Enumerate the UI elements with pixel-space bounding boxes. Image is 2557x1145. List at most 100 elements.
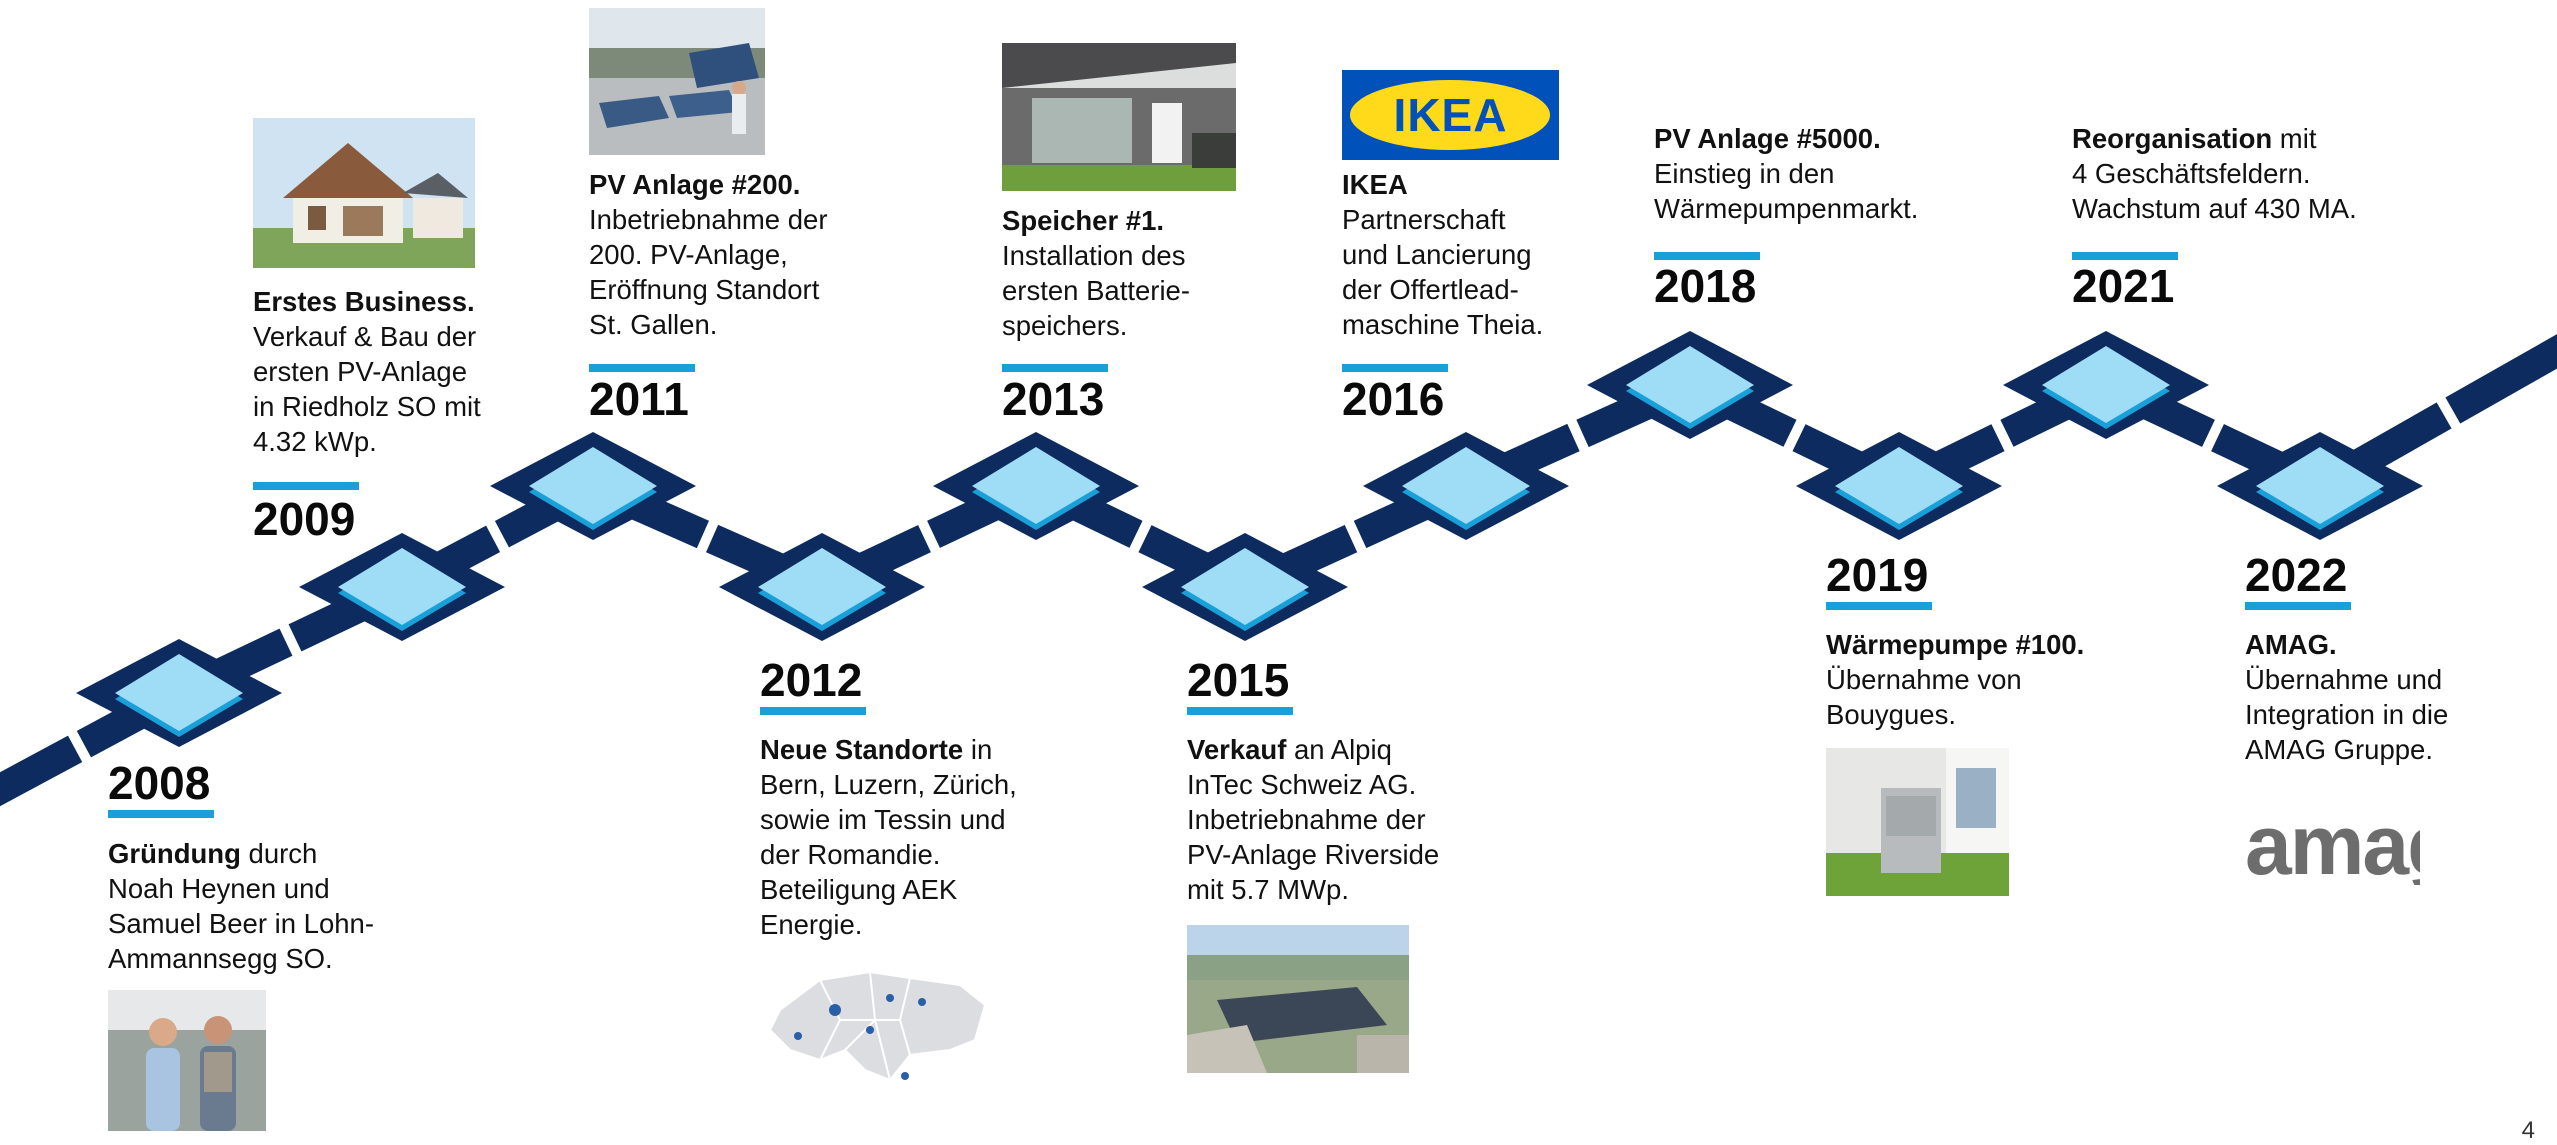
description-line: speichers. <box>1002 308 1190 343</box>
milestone-marker <box>1796 432 2002 540</box>
description-line: und Lancierung <box>1342 237 1543 272</box>
logo-amag: amag <box>2245 805 2420 885</box>
description-text: Inbetriebnahme der <box>589 204 828 235</box>
year-accent-bar <box>1187 707 1293 715</box>
photo-founders <box>108 990 266 1131</box>
description-line: der Romandie. <box>760 837 1017 872</box>
description-bold-text: IKEA <box>1342 169 1408 200</box>
description-line: Inbetriebnahme der <box>589 202 828 237</box>
description-line: Samuel Beer in Lohn- <box>108 906 374 941</box>
description-text: Übernahme von <box>1826 664 2022 695</box>
photo-house <box>253 118 475 268</box>
milestone-year: 2022 <box>2245 549 2348 601</box>
milestone-year: 2008 <box>108 757 211 809</box>
description-line: Erstes Business. <box>253 284 481 319</box>
timeline-gap <box>1128 519 1153 554</box>
description-line: 4.32 kWp. <box>253 424 481 459</box>
ikea-logo-text: IKEA <box>1393 89 1508 141</box>
year-accent-bar <box>1654 252 1760 260</box>
description-text: Inbetriebnahme der <box>1187 804 1426 835</box>
description-line: Ammannsegg SO. <box>108 941 374 976</box>
description-text: Wachstum auf 430 MA. <box>2072 193 2357 224</box>
photo-battery-house <box>1002 43 1236 191</box>
description-text: 4 Geschäftsfeldern. <box>2072 158 2311 189</box>
map-switzerland <box>760 950 990 1100</box>
milestone-marker <box>1363 432 1569 540</box>
description-text: Bern, Luzern, Zürich, <box>760 769 1017 800</box>
logo-ikea: IKEA <box>1342 70 1559 160</box>
description-text: Beteiligung AEK <box>760 874 958 905</box>
description-line: IKEA <box>1342 167 1543 202</box>
milestone-marker <box>299 533 505 641</box>
milestone-year: 2016 <box>1342 373 1445 425</box>
photo-riverside <box>1187 925 1409 1073</box>
description-line: maschine Theia. <box>1342 307 1543 342</box>
description-text: Wärmepumpenmarkt. <box>1654 193 1919 224</box>
description-line: Noah Heynen und <box>108 871 374 906</box>
description-line: Energie. <box>760 907 1017 942</box>
timeline-gap <box>696 518 719 555</box>
description-line: Verkauf an Alpiq <box>1187 732 1439 767</box>
description-line: Übernahme und <box>2245 662 2448 697</box>
description-line: Verkauf & Bau der <box>253 319 481 354</box>
description-bold-text: PV Anlage #5000. <box>1654 123 1881 154</box>
description-bold-text: Speicher #1. <box>1002 205 1165 236</box>
description-text: der Offertlead- <box>1342 274 1519 305</box>
description-text: Installation des <box>1002 240 1186 271</box>
description-bold-text: AMAG. <box>2245 629 2337 660</box>
description-text: InTec Schweiz AG. <box>1187 769 1417 800</box>
description-text: St. Gallen. <box>589 309 718 340</box>
description-bold-text: Verkauf <box>1187 734 1287 765</box>
description-line: Partnerschaft <box>1342 202 1543 237</box>
description-line: ersten PV-Anlage <box>253 354 481 389</box>
description-text: maschine Theia. <box>1342 309 1544 340</box>
description-line: Speicher #1. <box>1002 203 1190 238</box>
milestone-marker <box>1587 331 1793 439</box>
description-line: Wärmepumpe #100. <box>1826 627 2084 662</box>
photo-solar-roof <box>589 8 765 155</box>
description-text: mit <box>2272 123 2317 154</box>
year-accent-bar <box>1002 364 1108 372</box>
milestone-marker <box>933 432 1139 540</box>
description-line: 200. PV-Anlage, <box>589 237 828 272</box>
description-line: PV Anlage #5000. <box>1654 121 1918 156</box>
description-text: Integration in die <box>2245 699 2449 730</box>
description-text: Ammannsegg SO. <box>108 943 333 974</box>
amag-logo-text: amag <box>2245 805 2420 885</box>
milestone-marker <box>2217 432 2423 540</box>
description-line: Wärmepumpenmarkt. <box>1654 191 1918 226</box>
milestone-year: 2012 <box>760 654 863 706</box>
year-accent-bar <box>253 482 359 490</box>
description-line: Gründung durch <box>108 836 374 871</box>
milestone-marker <box>76 639 282 747</box>
milestone-year: 2013 <box>1002 373 1105 425</box>
description-line: Installation des <box>1002 238 1190 273</box>
description-line: Einstieg in den <box>1654 156 1918 191</box>
milestone-description: Reorganisation mit 4 Geschäftsfeldern. Wac… <box>2072 121 2357 226</box>
timeline-gap <box>485 519 510 554</box>
description-line: Bern, Luzern, Zürich, <box>760 767 1017 802</box>
description-text: PV-Anlage Riverside <box>1187 839 1440 870</box>
description-line: Eröffnung Standort <box>589 272 828 307</box>
year-accent-bar <box>760 707 866 715</box>
description-line: in Riedholz SO mit <box>253 389 481 424</box>
description-text: Übernahme und <box>2245 664 2443 695</box>
description-line: ersten Batterie- <box>1002 273 1190 308</box>
description-line: sowie im Tessin und <box>760 802 1017 837</box>
milestone-year: 2019 <box>1826 549 1929 601</box>
description-line: mit 5.7 MWp. <box>1187 872 1439 907</box>
description-bold-text: Reorganisation <box>2072 123 2273 154</box>
description-text: und Lancierung <box>1342 239 1532 270</box>
description-text: Samuel Beer in Lohn- <box>108 908 374 939</box>
timeline-gap <box>1782 418 1807 453</box>
timeline-gap <box>2435 395 2462 431</box>
description-line: der Offertlead- <box>1342 272 1543 307</box>
description-text: AMAG Gruppe. <box>2245 734 2433 765</box>
description-bold-text: PV Anlage #200. <box>589 169 801 200</box>
description-line: Übernahme von <box>1826 662 2084 697</box>
